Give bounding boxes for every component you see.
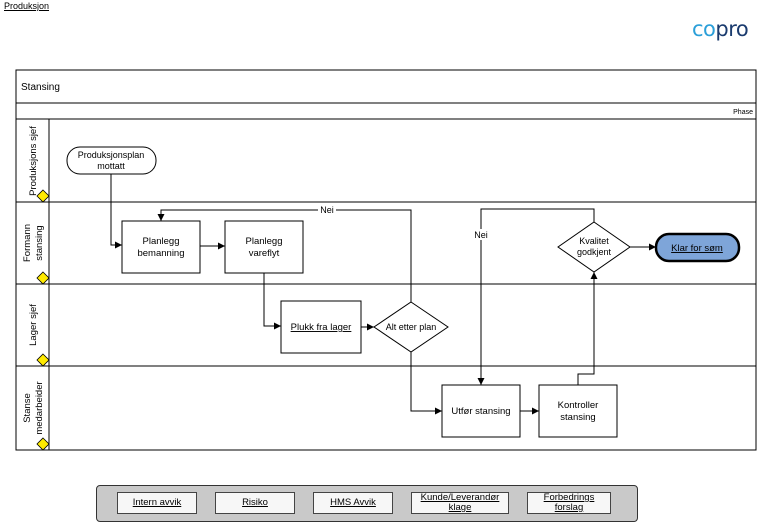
phase-label: Phase — [733, 109, 753, 116]
task-plukk-fra-lager[interactable]: Plukk fra lager — [280, 300, 362, 354]
end-event-klar-for-som[interactable]: Klar for søm — [654, 232, 741, 263]
svg-text:Plukk fra lager: Plukk fra lager — [291, 322, 352, 333]
bottom-toolbar: Intern avvik Risiko HMS Avvik Kunde/Leve… — [96, 485, 638, 522]
svg-text:Planlegg: Planlegg — [246, 236, 283, 247]
start-event-produksjonsplan-mottatt[interactable]: Produksjonsplan mottatt — [66, 146, 157, 175]
svg-text:Utfør stansing: Utfør stansing — [451, 406, 510, 417]
svg-text:stansing: stansing — [560, 412, 595, 423]
task-planlegg-bemanning[interactable]: Planlegg bemanning — [121, 220, 201, 274]
lane-marker-icon[interactable] — [36, 437, 50, 451]
copro-logo: copro — [692, 17, 749, 41]
gateway-kvalitet-godkjent[interactable]: Kvalitet godkjent — [557, 221, 631, 273]
lane-label-lager-sjef: Lager sjef — [28, 304, 39, 346]
lane-label-formann-stansing: Formannstansing — [22, 224, 45, 262]
pool-title: Stansing — [21, 82, 60, 93]
lane-label-produksjons-sjef: Produksjons sjef — [28, 126, 39, 196]
forbedrings-forslag-button[interactable]: Forbedrings forslag — [527, 492, 611, 514]
gateway-alt-etter-plan[interactable]: Alt etter plan — [373, 301, 449, 353]
svg-text:Stansemedarbeider: Stansemedarbeider — [22, 381, 45, 434]
task-utfor-stansing[interactable]: Utfør stansing — [441, 384, 521, 438]
breadcrumb-link[interactable]: Produksjon — [4, 1, 50, 11]
svg-text:Lager sjef: Lager sjef — [28, 304, 39, 346]
intern-avvik-button[interactable]: Intern avvik — [117, 492, 197, 514]
svg-text:vareflyt: vareflyt — [249, 248, 280, 259]
edge-label-nei: Nei — [320, 205, 334, 215]
svg-text:Klar for søm: Klar for søm — [671, 243, 723, 254]
risiko-button[interactable]: Risiko — [215, 492, 295, 514]
hms-avvik-button[interactable]: HMS Avvik — [313, 492, 393, 514]
svg-text:Produksjonsplan: Produksjonsplan — [78, 150, 145, 160]
kunde-leverandor-klage-button[interactable]: Kunde/Leverandør klage — [411, 492, 509, 514]
svg-text:Alt etter plan: Alt etter plan — [386, 322, 437, 332]
svg-text:Kontroller: Kontroller — [558, 400, 599, 411]
svg-text:Produksjons sjef: Produksjons sjef — [28, 126, 39, 196]
task-kontroller-stansing[interactable]: Kontroller stansing — [538, 384, 618, 438]
task-planlegg-vareflyt[interactable]: Planlegg vareflyt — [224, 220, 304, 274]
lane-label-stanse-medarbeider: Stansemedarbeider — [22, 381, 45, 434]
svg-text:bemanning: bemanning — [137, 248, 184, 259]
svg-text:Planlegg: Planlegg — [143, 236, 180, 247]
svg-text:Formannstansing: Formannstansing — [22, 224, 45, 262]
svg-text:mottatt: mottatt — [97, 161, 125, 171]
svg-text:Kvalitet: Kvalitet — [579, 236, 609, 246]
lane-marker-icon[interactable] — [36, 271, 50, 285]
lane-marker-icon[interactable] — [36, 353, 50, 367]
svg-text:godkjent: godkjent — [577, 247, 612, 257]
edge-label-nei: Nei — [474, 230, 488, 240]
lane-marker-icon[interactable] — [36, 189, 50, 203]
